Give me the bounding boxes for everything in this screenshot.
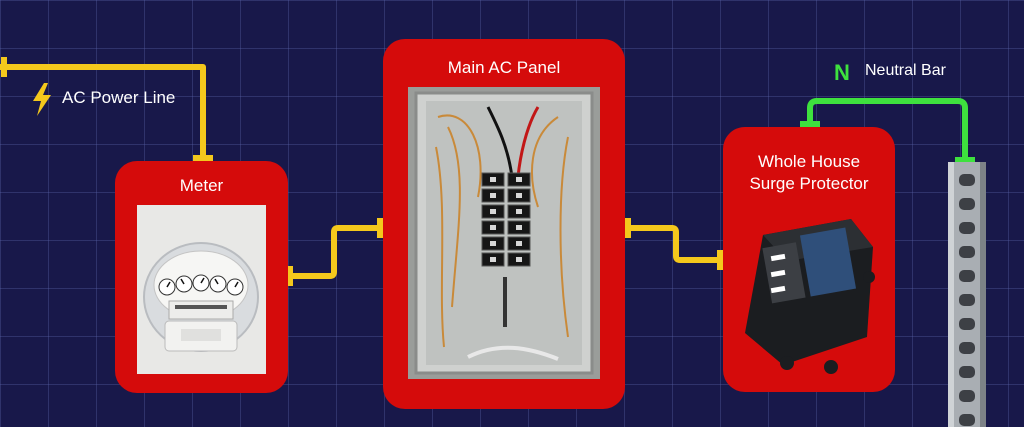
meter-card: Meter — [115, 161, 288, 393]
breaker-toggle — [490, 177, 496, 182]
neutral-bar-hole — [959, 222, 975, 234]
panel-card: Main AC Panel — [383, 39, 625, 409]
ac-power-line-label: AC Power Line — [62, 88, 175, 108]
neutral-bar-hole — [959, 342, 975, 354]
meter-photo — [137, 205, 266, 374]
panel-to-surge-wire — [628, 228, 720, 260]
meter-to-panel-wire — [290, 228, 380, 276]
neutral-bar-label: Neutral Bar — [865, 62, 946, 80]
neutral-bar-hole — [959, 294, 975, 306]
neutral-bar-hole — [959, 270, 975, 282]
neutral-bar-hole — [959, 390, 975, 402]
breaker-toggle — [490, 193, 496, 198]
breaker-toggle — [516, 241, 522, 246]
breaker-panel-icon — [408, 87, 600, 379]
breaker-toggle — [516, 257, 522, 262]
breaker-toggle — [490, 241, 496, 246]
breaker-toggle — [490, 209, 496, 214]
breaker-toggle — [516, 209, 522, 214]
neutral-bar-hole — [959, 198, 975, 210]
breaker-toggle — [516, 177, 522, 182]
breaker-toggle — [490, 225, 496, 230]
neutral-bar-hole — [959, 366, 975, 378]
neutral-bar-hole — [959, 246, 975, 258]
surge-card: Whole House Surge Protector — [723, 127, 895, 392]
neutral-bar-hole — [959, 174, 975, 186]
breaker-toggle — [516, 225, 522, 230]
meter-card-title: Meter — [115, 175, 288, 197]
surge-protector-icon — [723, 127, 895, 392]
breaker-toggle — [490, 257, 496, 262]
neutral-bar-hole — [959, 318, 975, 330]
panel-card-title: Main AC Panel — [383, 57, 625, 79]
neutral-bar-hole — [959, 414, 975, 426]
electric-meter-icon — [137, 205, 266, 374]
breaker-toggle — [516, 193, 522, 198]
ac-power-wire — [0, 67, 203, 158]
panel-photo — [408, 87, 600, 379]
